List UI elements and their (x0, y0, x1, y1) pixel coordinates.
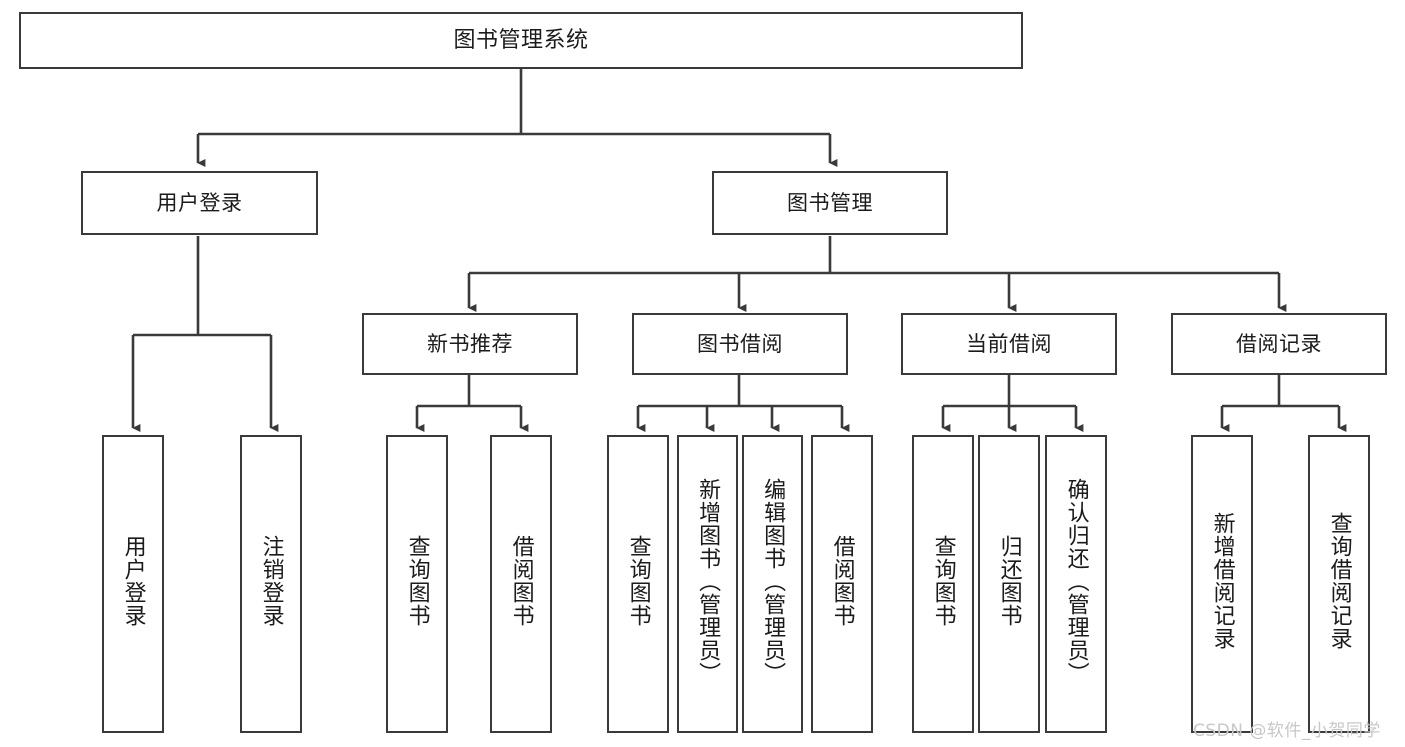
node-borrow-records[interactable]: 借阅记录 (1171, 313, 1387, 375)
node-root-label: 图书管理系统 (453, 27, 589, 53)
node-leaf-query-book-borrow-label: 查询图书 (625, 535, 651, 627)
node-leaf-logout[interactable]: 注销登录 (240, 435, 302, 733)
node-leaf-add-borrow-record[interactable]: 新增借阅记录 (1191, 435, 1253, 733)
node-current-borrow-label: 当前借阅 (966, 331, 1052, 356)
node-new-book-recommend[interactable]: 新书推荐 (362, 313, 578, 375)
node-user-login-label: 用户登录 (156, 190, 243, 215)
node-leaf-edit-book-admin[interactable]: 编辑图书（管理员） (742, 435, 803, 733)
node-leaf-query-book-current-label: 查询图书 (930, 535, 956, 627)
node-leaf-borrow-book-label: 借阅图书 (829, 535, 855, 627)
node-leaf-borrow-book-newbook[interactable]: 借阅图书 (490, 435, 552, 733)
node-leaf-user-login[interactable]: 用户登录 (102, 435, 164, 733)
node-leaf-confirm-return-admin-label: 确认归还（管理员） (1063, 478, 1089, 685)
node-book-management-label: 图书管理 (787, 190, 873, 215)
node-leaf-borrow-book-newbook-label: 借阅图书 (508, 535, 534, 627)
node-leaf-add-book-admin-label: 新增图书（管理员） (695, 478, 721, 685)
node-leaf-confirm-return-admin[interactable]: 确认归还（管理员） (1045, 435, 1107, 733)
node-leaf-user-login-label: 用户登录 (120, 535, 146, 627)
node-book-management[interactable]: 图书管理 (712, 171, 948, 235)
node-leaf-query-book-current[interactable]: 查询图书 (912, 435, 974, 733)
node-book-borrow[interactable]: 图书借阅 (632, 313, 848, 375)
node-leaf-return-book[interactable]: 归还图书 (978, 435, 1040, 733)
node-leaf-query-borrow-record-label: 查询借阅记录 (1326, 512, 1352, 650)
node-leaf-query-borrow-record[interactable]: 查询借阅记录 (1308, 435, 1370, 733)
node-new-book-recommend-label: 新书推荐 (427, 331, 513, 356)
node-current-borrow[interactable]: 当前借阅 (901, 313, 1117, 375)
node-leaf-add-book-admin[interactable]: 新增图书（管理员） (677, 435, 738, 733)
node-leaf-logout-label: 注销登录 (258, 535, 284, 627)
node-leaf-borrow-book[interactable]: 借阅图书 (811, 435, 873, 733)
node-leaf-edit-book-admin-label: 编辑图书（管理员） (760, 478, 786, 685)
node-borrow-records-label: 借阅记录 (1236, 331, 1322, 356)
node-leaf-add-borrow-record-label: 新增借阅记录 (1209, 512, 1235, 650)
watermark: CSDN @软件_小贺同学 (1193, 721, 1381, 741)
node-leaf-query-book-borrow[interactable]: 查询图书 (607, 435, 669, 733)
node-root[interactable]: 图书管理系统 (19, 12, 1023, 69)
node-leaf-query-book-newbook[interactable]: 查询图书 (386, 435, 448, 733)
node-leaf-query-book-newbook-label: 查询图书 (404, 535, 430, 627)
node-book-borrow-label: 图书借阅 (697, 331, 783, 356)
node-leaf-return-book-label: 归还图书 (996, 535, 1022, 627)
node-user-login[interactable]: 用户登录 (81, 171, 318, 235)
